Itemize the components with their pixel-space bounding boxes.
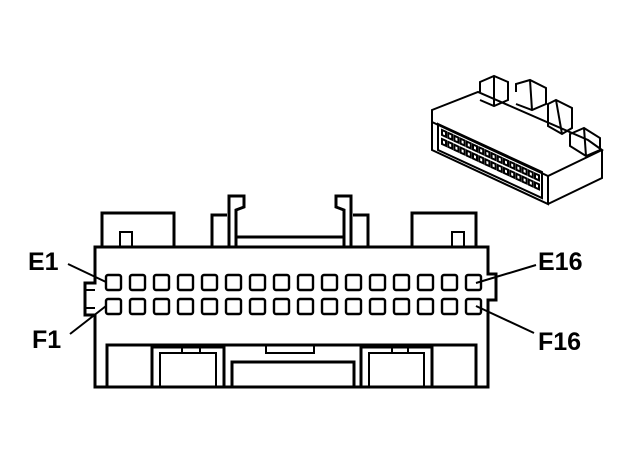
connector-face (83, 194, 498, 389)
iso-cavity (453, 143, 460, 154)
iso-cavity (534, 180, 540, 191)
iso-cavity (453, 134, 460, 145)
cavity (440, 297, 459, 316)
iso-cavity (503, 157, 509, 168)
cavity (200, 297, 219, 316)
iso-cavity (527, 169, 534, 179)
iso-cavity (472, 142, 478, 153)
leader-f1 (69, 305, 107, 335)
iso-cavity (534, 171, 540, 182)
iso-cavity (527, 178, 534, 188)
iso-cavity (496, 154, 503, 165)
iso-cavity (515, 172, 522, 183)
cavity (272, 273, 291, 292)
cavity (320, 273, 339, 292)
cavity (224, 273, 243, 292)
cavity (224, 297, 243, 316)
cavity (152, 297, 171, 316)
iso-cavity (465, 149, 472, 159)
label-e16: E16 (538, 248, 582, 276)
cavity (272, 297, 291, 316)
iso-cavity (509, 160, 516, 171)
iso-cavity (459, 146, 466, 157)
cavity (392, 297, 411, 316)
cavity (440, 273, 459, 292)
iso-cavity (509, 169, 516, 180)
leader-e16 (475, 264, 537, 284)
iso-cavity (521, 175, 528, 186)
iso-cavity (478, 145, 485, 156)
iso-cavity (496, 163, 503, 174)
leader-lines (67, 263, 537, 335)
cavity (392, 273, 411, 292)
cavity (296, 297, 315, 316)
iso-cavity (490, 151, 497, 162)
cavity (248, 297, 267, 316)
iso-cavity (521, 166, 528, 177)
leader-e1 (67, 263, 107, 283)
cavity (248, 273, 267, 292)
cavity (368, 273, 387, 292)
cavity (416, 273, 435, 292)
cavity (368, 297, 387, 316)
cavity (104, 297, 123, 316)
cavity (176, 297, 195, 316)
label-f16: F16 (538, 328, 581, 356)
iso-cavity (447, 140, 454, 151)
iso-cavity (484, 157, 491, 168)
cavity (128, 297, 147, 316)
cavity (320, 297, 339, 316)
cavity (296, 273, 315, 292)
cavity-grid (104, 273, 483, 316)
iso-cavity (484, 148, 491, 159)
label-f1: F1 (32, 326, 61, 354)
leader-f16 (475, 305, 535, 334)
cavity (344, 273, 363, 292)
iso-cavity (515, 163, 522, 174)
cavity (416, 297, 435, 316)
iso-cavity (441, 128, 447, 139)
cavity (104, 273, 123, 292)
cavity (152, 273, 171, 292)
iso-cavity (447, 131, 454, 142)
cavity (464, 297, 483, 316)
iso-cavity (465, 140, 472, 150)
iso-cavity (503, 166, 509, 177)
cavity (344, 297, 363, 316)
cavity (128, 273, 147, 292)
iso-cavity (472, 151, 478, 162)
connector-3d-illustration (431, 74, 604, 206)
iso-cavity (478, 154, 485, 165)
cavity (200, 273, 219, 292)
label-e1: E1 (28, 248, 59, 276)
cavity (176, 273, 195, 292)
iso-cavity (441, 137, 447, 148)
iso-cavity (490, 160, 497, 171)
iso-cavity (459, 137, 466, 148)
